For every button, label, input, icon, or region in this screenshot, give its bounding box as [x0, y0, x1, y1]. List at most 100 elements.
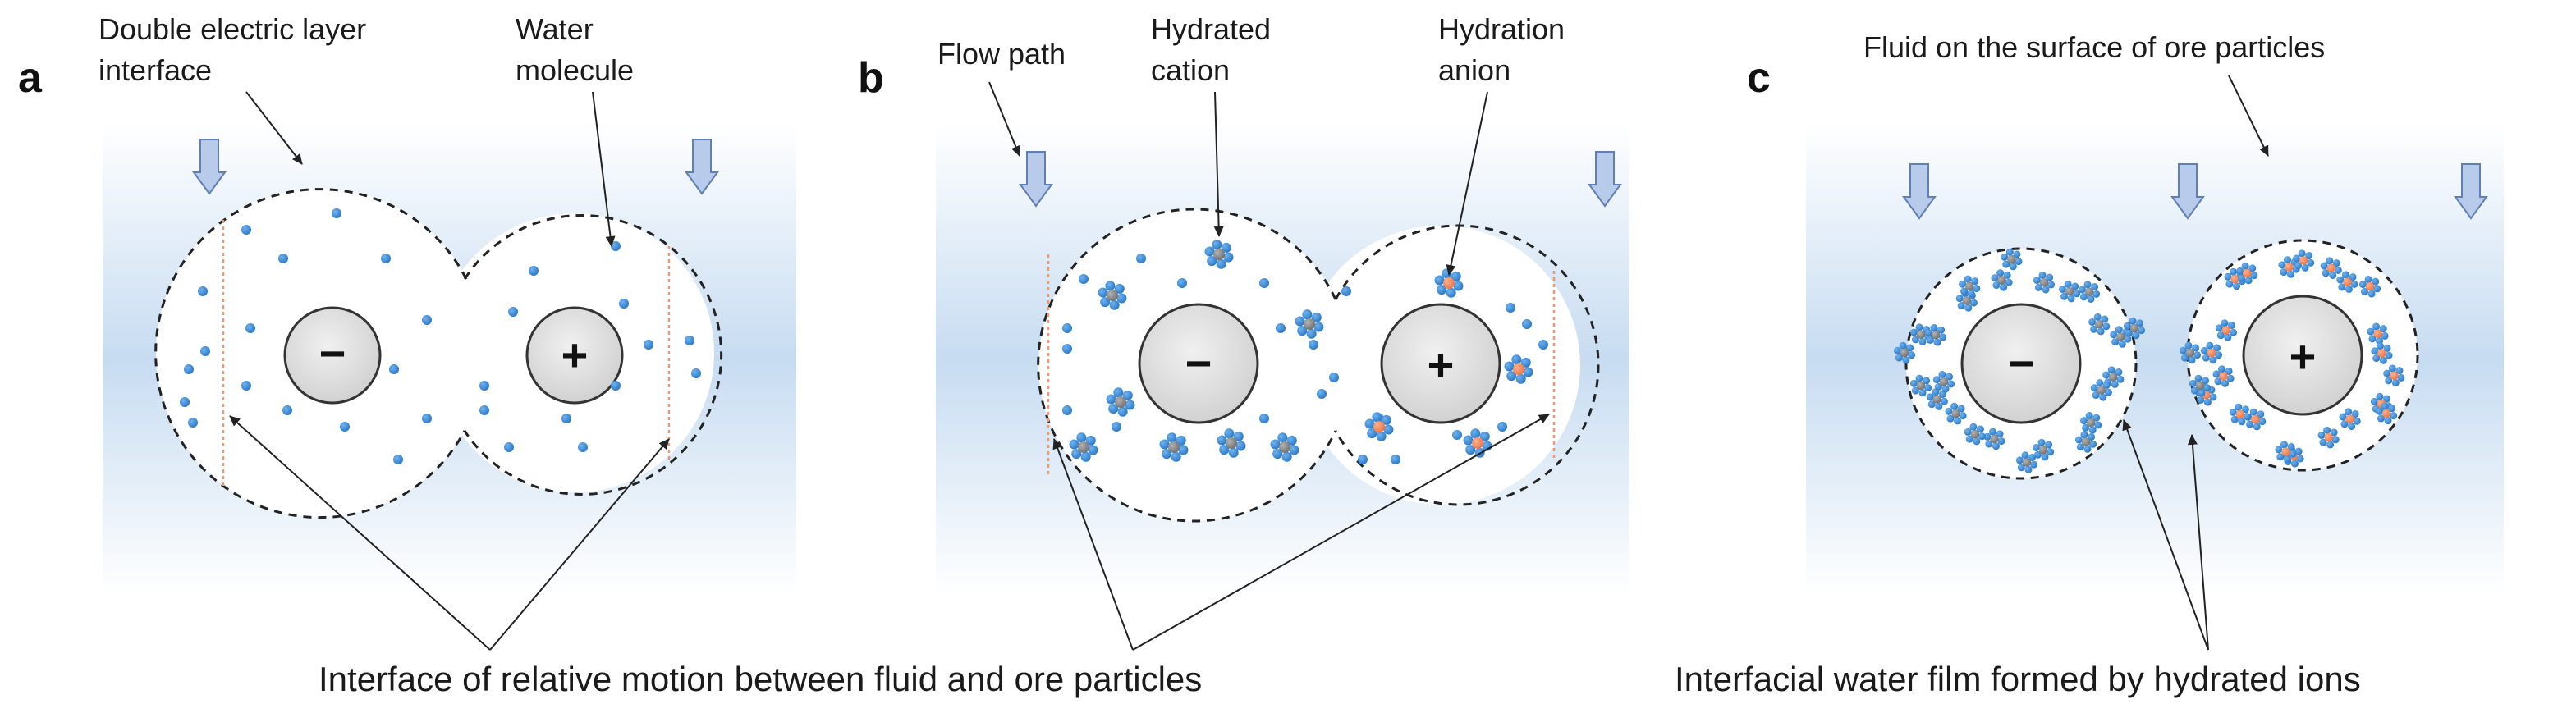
double-layer-boundary-right-b — [1334, 224, 1600, 506]
water-molecule — [1079, 274, 1089, 284]
label-hydration-anion-2: anion — [1438, 53, 1510, 87]
hydrated-cation — [2090, 379, 2112, 401]
water-molecule — [1112, 422, 1121, 432]
water-molecule — [1522, 319, 1532, 329]
label-water: Water — [516, 12, 594, 46]
negative-particle-a — [283, 306, 382, 405]
hydrated-cation — [1295, 309, 1324, 339]
water-molecule — [1317, 389, 1327, 399]
hydrated-cation — [2179, 341, 2202, 364]
flow-arrow — [685, 139, 719, 195]
hydrated-cation — [2078, 281, 2101, 303]
water-molecule — [504, 442, 514, 452]
hydrated-anion — [2336, 271, 2358, 293]
hydrated-anion — [2244, 408, 2267, 431]
water-molecule — [1136, 254, 1146, 263]
hydrated-anion — [2200, 341, 2223, 364]
flow-arrows — [192, 139, 2488, 220]
negative-sign-c: − — [2008, 337, 2035, 389]
water-molecule — [180, 397, 190, 407]
label-interface-motion: Interface of relative motion between flu… — [319, 660, 1202, 698]
hydrated-cation — [1964, 423, 1986, 446]
hydrated-cation — [2059, 280, 2081, 303]
pointer-interface-a-left — [229, 415, 491, 651]
water-molecule — [1497, 422, 1507, 432]
water-molecule — [479, 381, 489, 391]
water-molecule — [611, 381, 621, 391]
negative-particle-b — [1138, 303, 1259, 424]
pointer-hydration-anion — [1446, 91, 1488, 276]
hydrated-cation — [1945, 402, 1967, 425]
water-molecule — [198, 286, 208, 296]
hydrated-cation — [1991, 269, 2013, 291]
negative-sign-b: − — [1185, 337, 1212, 389]
hydrated-cation — [2123, 317, 2146, 340]
hydrated-cation — [1983, 428, 2005, 450]
water-molecule — [578, 442, 588, 452]
water-molecule — [508, 307, 518, 317]
positive-sign-c: + — [2290, 331, 2317, 382]
double-layer-boundary-right — [463, 214, 723, 496]
pointer-flow-path — [988, 81, 1020, 157]
water-molecule — [644, 340, 653, 350]
hydrated-cation — [1159, 432, 1189, 462]
water-molecule — [1062, 323, 1072, 333]
water-molecule — [241, 225, 251, 235]
double-layer-boundary-left — [154, 188, 468, 519]
hydrated-cation — [1893, 341, 1916, 364]
pointer-film-positive — [2187, 434, 2209, 651]
panel-c: − + — [1893, 239, 2419, 480]
hydrated-anion — [2339, 408, 2361, 430]
hydrated-cation — [1217, 428, 1246, 458]
hydrated-cation — [1932, 371, 1955, 393]
hydrated-cation — [1106, 387, 1135, 417]
hydrated-cation — [2189, 374, 2212, 397]
hydrated-anion — [2275, 441, 2297, 463]
water-molecule — [282, 405, 292, 415]
water-molecule — [393, 455, 403, 464]
hydrated-anion — [2320, 257, 2342, 279]
water-molecule — [1506, 303, 1515, 313]
water-molecule — [184, 364, 194, 374]
hydrated-cation — [1270, 432, 1299, 462]
water-molecule — [561, 414, 571, 423]
pointer-interface-b-right — [1132, 414, 1550, 651]
water-molecule — [479, 405, 489, 415]
hydrated-cation — [1924, 324, 1947, 346]
water-molecule — [1259, 414, 1269, 423]
hydrated-cation — [2001, 248, 2023, 271]
water-molecule — [278, 254, 288, 263]
panel-letter-a: a — [18, 54, 43, 102]
pointer-hydrated-cation — [1213, 91, 1224, 237]
water-molecule — [1177, 278, 1187, 288]
hydrated-anion — [2371, 342, 2393, 364]
flow-arrow — [1902, 163, 1937, 220]
panel-letter-b: b — [858, 54, 884, 102]
pointer-interface-a-right — [489, 438, 670, 651]
label-hydration-anion: Hydration — [1438, 12, 1565, 46]
hydrated-cation — [1959, 275, 1981, 298]
positive-sign-a: + — [561, 329, 589, 381]
water-molecule — [619, 299, 629, 309]
pointer-film-negative — [2122, 419, 2209, 651]
label-hydrated-cation: Hydrated — [1151, 12, 1271, 46]
water-molecule — [1329, 373, 1339, 382]
water-molecule — [1062, 405, 1072, 415]
flow-arrow — [192, 139, 227, 195]
water-molecule — [1358, 455, 1368, 464]
negative-sign-a: − — [319, 327, 346, 379]
positive-particle-c — [2242, 295, 2363, 416]
water-molecule — [245, 323, 255, 333]
hydrated-cation — [2033, 271, 2056, 294]
negative-particle-c — [1960, 303, 2082, 424]
label-double-layer-2: interface — [99, 53, 212, 87]
water-molecule — [389, 364, 399, 374]
hydrated-cation — [2074, 431, 2097, 453]
water-molecule — [611, 241, 621, 251]
label-water-2: molecule — [516, 53, 634, 87]
label-double-layer: Double electric layer — [99, 12, 366, 46]
hydrated-cation — [2015, 451, 2038, 473]
label-hydrated-cation-2: cation — [1151, 53, 1230, 87]
